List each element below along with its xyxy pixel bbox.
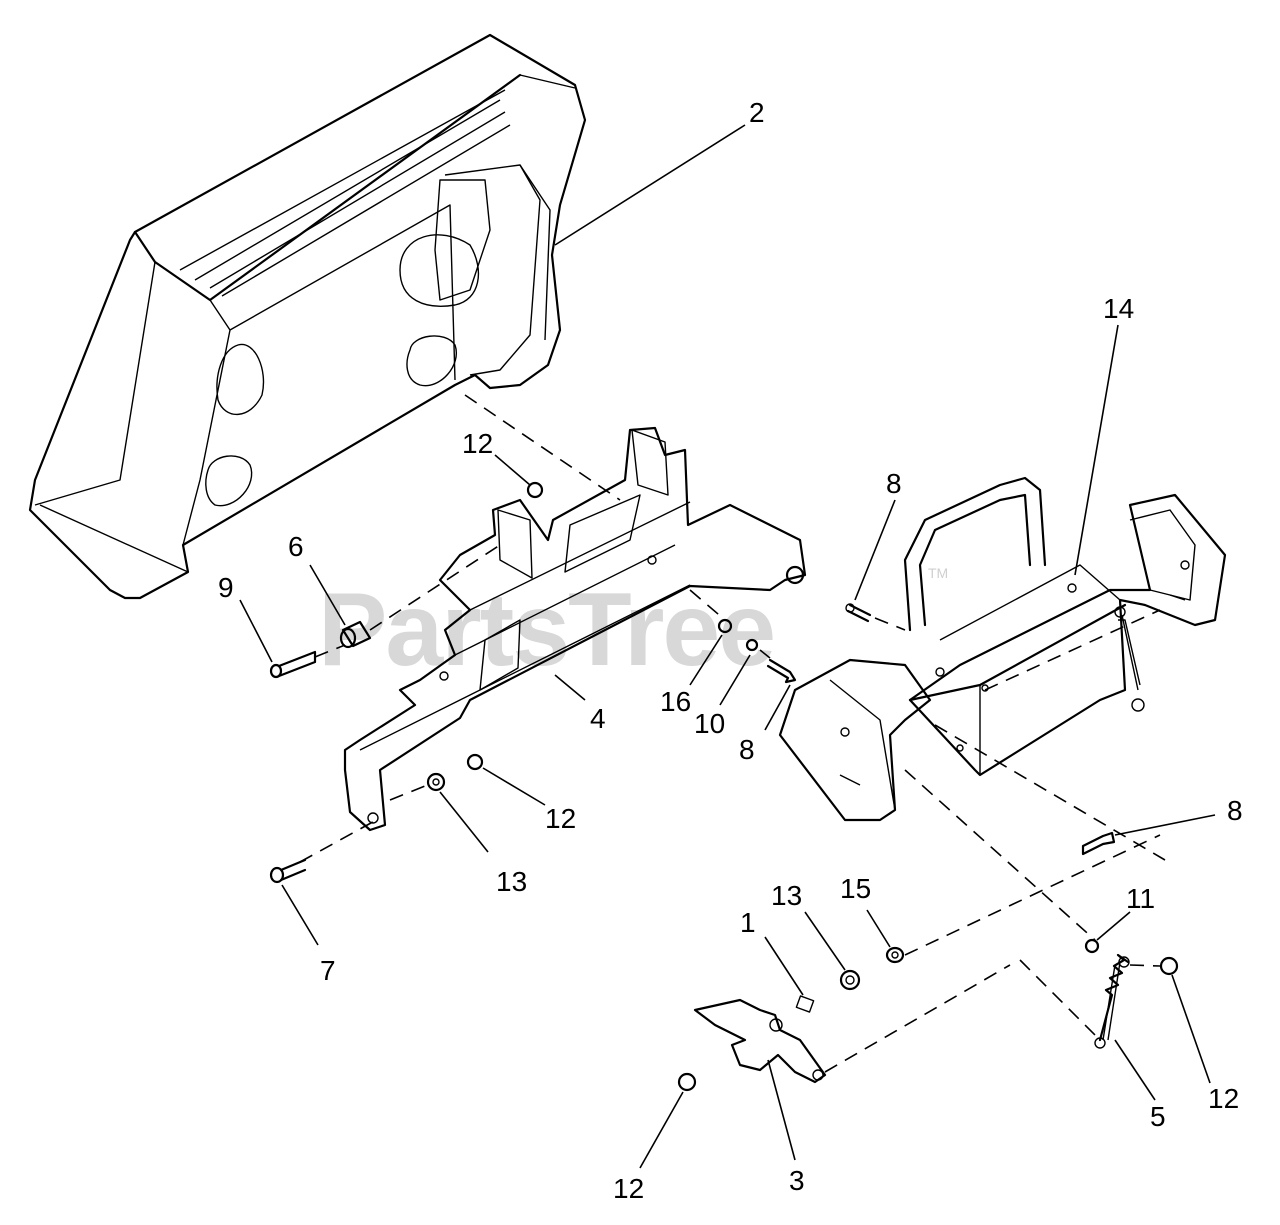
callout-1: 1 — [740, 907, 756, 938]
assembly-lines — [299, 394, 1166, 1073]
callout-16: 16 — [660, 686, 691, 717]
callout-labels: 2 14 12 8 6 9 4 16 10 8 12 13 7 8 11 15 … — [218, 97, 1243, 1204]
callout-15: 15 — [840, 873, 871, 904]
part-8-bolt-center[interactable] — [766, 658, 797, 684]
watermark: PartsTree — [318, 572, 774, 688]
part-12-nut-right[interactable] — [1159, 956, 1179, 976]
callout-8-upper: 8 — [886, 468, 902, 499]
part-2-cover[interactable] — [28, 33, 587, 600]
part-1-pin[interactable] — [795, 995, 815, 1013]
callout-10: 10 — [694, 708, 725, 739]
callout-7: 7 — [320, 955, 336, 986]
callout-3: 3 — [789, 1165, 805, 1196]
callout-11: 11 — [1126, 883, 1155, 914]
part-13-washer-lower[interactable] — [839, 969, 861, 991]
callout-14: 14 — [1103, 293, 1134, 324]
part-12-nut-left[interactable] — [466, 753, 484, 771]
callout-8-right: 8 — [1227, 795, 1243, 826]
part-7-pin[interactable] — [269, 858, 307, 884]
part-13-washer-upper[interactable] — [426, 772, 446, 792]
callout-6: 6 — [288, 531, 304, 562]
callout-12-bottom: 12 — [613, 1173, 644, 1204]
part-11-nut[interactable] — [1084, 938, 1100, 954]
callout-5: 5 — [1150, 1101, 1166, 1132]
part-15-washer[interactable] — [885, 946, 905, 964]
callout-12-top: 12 — [462, 428, 493, 459]
part-3-lever[interactable] — [693, 998, 827, 1084]
leader-lines — [239, 124, 1216, 1169]
part-5-spring-lower[interactable] — [1094, 953, 1130, 1049]
part-12-nut-bottom[interactable] — [677, 1072, 697, 1092]
callout-12-left: 12 — [545, 803, 576, 834]
part-14-frame[interactable] — [778, 476, 1227, 822]
callout-12-right: 12 — [1208, 1083, 1239, 1114]
part-9-bolt[interactable] — [269, 650, 317, 679]
part-10-nut[interactable] — [745, 638, 759, 652]
watermark-trademark: TM — [928, 565, 948, 581]
callout-4: 4 — [590, 703, 606, 734]
callout-2: 2 — [749, 97, 765, 128]
part-8-bolt-right[interactable] — [1081, 831, 1116, 856]
part-12-nut-top[interactable] — [526, 481, 544, 499]
part-6-spacer[interactable] — [339, 620, 372, 649]
part-4-bracket[interactable] — [343, 426, 807, 832]
part-5-spring-upper[interactable] — [1114, 606, 1145, 712]
callout-13-lower: 13 — [771, 880, 802, 911]
callout-8-center: 8 — [739, 734, 755, 765]
bracket-nut-right — [785, 565, 805, 585]
callout-13-upper: 13 — [496, 866, 527, 897]
part-8-bolt-upper[interactable] — [845, 603, 872, 623]
callout-9: 9 — [218, 572, 234, 603]
